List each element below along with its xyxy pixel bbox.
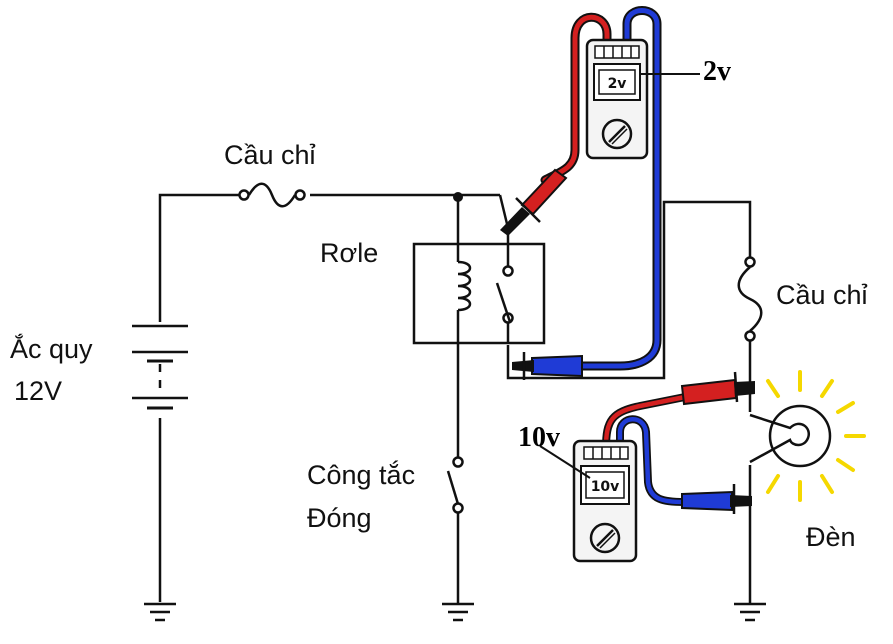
relay-coil-icon xyxy=(456,244,472,343)
lamp-icon xyxy=(749,370,866,502)
ground-icon xyxy=(732,602,768,622)
probe-clip-icon xyxy=(681,484,752,514)
battery-label: Ắc quy xyxy=(10,334,93,364)
probe-leads-top xyxy=(540,6,662,371)
ground-icon xyxy=(440,602,476,622)
battery-voltage-label: 12V xyxy=(14,376,63,406)
switch-icon xyxy=(446,456,464,514)
relay-label: Rơle xyxy=(320,238,379,268)
probe-clip-icon xyxy=(500,168,568,236)
probe-clip-icon xyxy=(512,352,583,380)
lamp-label: Đèn xyxy=(806,522,856,552)
junction-dot xyxy=(453,192,463,202)
meter-top-callout: 2v xyxy=(703,56,731,87)
multimeter-icon: 2v xyxy=(585,38,649,160)
fuse-icon xyxy=(737,256,763,342)
probe-clip-icon xyxy=(680,371,755,406)
fuse-icon xyxy=(238,182,306,208)
callout-line xyxy=(539,445,591,479)
meter-top-display: 2v xyxy=(608,76,627,92)
relay-contact-icon xyxy=(495,244,514,343)
fuse-right-label: Cầu chỉ xyxy=(776,280,868,310)
switch-label: Công tắc xyxy=(307,460,416,490)
meter-bottom-callout: 10v xyxy=(518,422,560,453)
multimeter-icon: 10v xyxy=(572,439,638,563)
fuse-top-label: Cầu chỉ xyxy=(224,140,316,170)
switch-state-label: Đóng xyxy=(307,503,372,533)
wiring xyxy=(158,193,752,604)
relay-box xyxy=(412,242,546,345)
battery-icon xyxy=(132,324,188,410)
relay xyxy=(412,242,546,345)
probe-leads-bottom xyxy=(602,392,694,506)
ground-icon xyxy=(142,602,178,622)
meter-bottom-display: 10v xyxy=(591,479,620,495)
lamp-glow xyxy=(766,370,866,502)
